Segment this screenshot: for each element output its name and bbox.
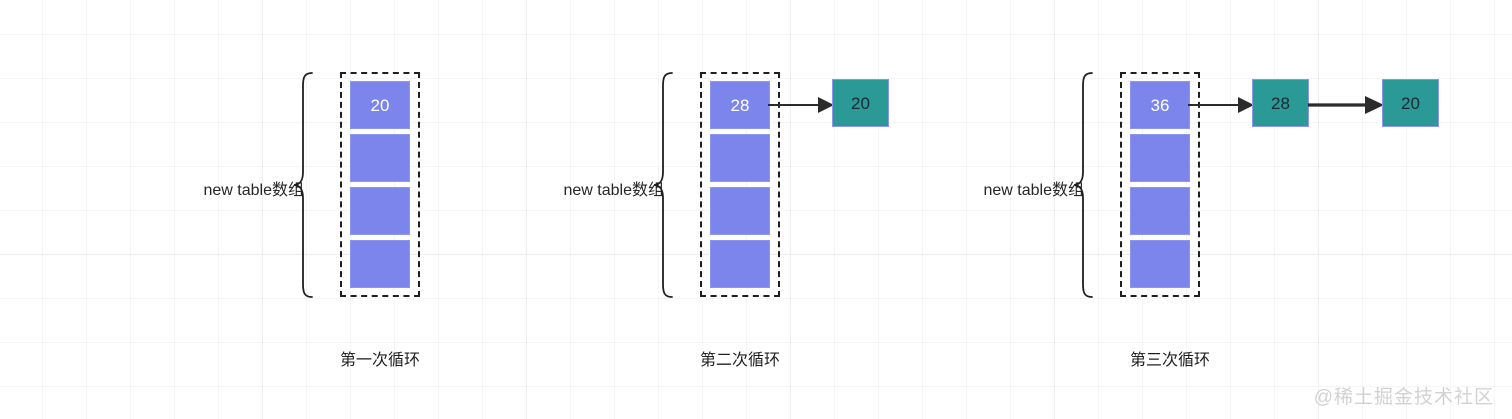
new-table-array-3	[1120, 72, 1200, 297]
array-cell: 20	[350, 81, 410, 129]
array-cell	[1130, 187, 1190, 235]
array-cell: 36	[1130, 81, 1190, 129]
list-node: 20	[1382, 79, 1439, 127]
array-cell	[350, 134, 410, 182]
array-cell: 28	[710, 81, 770, 129]
curly-brace-1	[293, 72, 313, 298]
loop-caption-3: 第三次循环	[1129, 352, 1210, 369]
loop-caption-2: 第二次循环	[699, 352, 780, 369]
array-cell	[1130, 134, 1190, 182]
list-node: 20	[832, 79, 889, 127]
array-cell	[710, 240, 770, 288]
new-table-array-2	[700, 72, 780, 297]
array-label-3: new table数组	[983, 182, 1085, 199]
array-cell	[350, 187, 410, 235]
curly-brace-2	[653, 72, 673, 298]
watermark: @稀土掘金技术社区	[1313, 387, 1494, 408]
array-label-1: new table数组	[203, 182, 305, 199]
arrow-node-to-node-2	[1308, 96, 1384, 114]
arrow-cell-to-node-1	[768, 97, 834, 113]
array-label-2: new table数组	[563, 182, 665, 199]
new-table-array-1	[340, 72, 420, 297]
arrow-cell-to-node-1	[1188, 97, 1254, 113]
curly-brace-3	[1073, 72, 1093, 298]
array-cell	[710, 134, 770, 182]
loop-caption-1: 第一次循环	[339, 352, 420, 369]
array-cell	[350, 240, 410, 288]
list-node: 28	[1252, 79, 1309, 127]
array-cell	[1130, 240, 1190, 288]
array-cell	[710, 187, 770, 235]
